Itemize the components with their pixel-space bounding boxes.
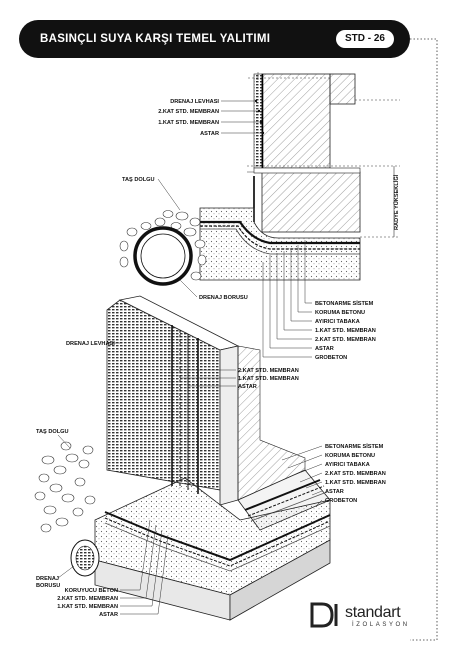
iso-label-ayirici: AYIRICI TABAKA <box>325 462 370 468</box>
iso-detail: DRENAJ LEVHASI 2.KAT STD. MEMBRAN 1.KAT … <box>34 295 386 621</box>
label-1kat: 1.KAT STD. MEMBRAN <box>315 328 376 334</box>
label-betonarme: BETONARME SİSTEM <box>315 300 374 307</box>
label-drenaj-iso-1: DRENAJ <box>36 576 59 582</box>
label-koruma-betonu: KORUMA BETONU <box>315 310 365 316</box>
iso-label-b-2kat: 2.KAT STD. MEMBRAN <box>57 596 118 602</box>
label-ayirici: AYIRICI TABAKA <box>315 319 360 325</box>
top-right-labels: BETONARME SİSTEM KORUMA BETONU AYIRICI T… <box>262 240 376 361</box>
label-tas-dolgu-iso: TAŞ DOLGU <box>36 429 69 435</box>
label-grobeton: GROBETON <box>315 355 347 361</box>
iso-label-grobeton: GROBETON <box>325 498 357 504</box>
label-astar: ASTAR <box>200 131 219 137</box>
label-astar-r: ASTAR <box>315 346 334 352</box>
iso-label-2kat: 2.KAT STD. MEMBRAN <box>325 471 386 477</box>
iso-label-koruma: KORUMA BETONU <box>325 453 375 459</box>
label-wall-1kat: 1.KAT STD. MEMBRAN <box>238 376 299 382</box>
brand-subtitle: İZOLASYON <box>352 622 410 628</box>
gravel-fill-top <box>119 210 207 281</box>
iso-label-b-astar: ASTAR <box>99 612 118 618</box>
brand-name: standart <box>345 604 401 621</box>
iso-label-astar: ASTAR <box>325 489 344 495</box>
iso-label-1kat: 1.KAT STD. MEMBRAN <box>325 480 386 486</box>
label-drenaj-iso-2: BORUSU <box>36 583 60 589</box>
upper-wall <box>261 73 331 169</box>
top-left-labels: DRENAJ LEVHASI 2.KAT STD. MEMBRAN 1.KAT … <box>158 99 265 137</box>
iso-label-betonarme: BETONARME SİSTEM <box>325 443 384 450</box>
top-detail: RADYE YÜKSEKLİĞİ <box>119 72 400 361</box>
label-wall-2kat: 2.KAT STD. MEMBRAN <box>238 368 299 374</box>
iso-label-koruyucu: KORUYUCU BETON <box>65 588 118 594</box>
raft-slab <box>261 171 361 233</box>
standart-logo-mark <box>310 602 338 628</box>
radye-label: RADYE YÜKSEKLİĞİ <box>392 174 400 230</box>
label-2kat: 2.KAT STD. MEMBRAN <box>315 337 376 343</box>
label-1kat-membran: 1.KAT STD. MEMBRAN <box>158 120 219 126</box>
iso-right-labels: BETONARME SİSTEM KORUMA BETONU AYIRICI T… <box>281 443 386 507</box>
drain-pipe-top <box>133 226 193 286</box>
page-title: BASINÇLI SUYA KARŞI TEMEL YALITIMI <box>40 33 271 45</box>
iso-label-b-1kat: 1.KAT STD. MEMBRAN <box>57 604 118 610</box>
label-drenaj-borusu-top: DRENAJ BORUSU <box>199 295 248 301</box>
label-drenaj-levhasi-iso: DRENAJ LEVHASI <box>66 341 115 347</box>
label-drenaj-levhasi: DRENAJ LEVHASI <box>170 99 219 105</box>
std-code-badge: STD - 26 <box>336 30 394 48</box>
frame-dotted-line <box>410 38 438 641</box>
label-tas-dolgu-top: TAŞ DOLGU <box>122 177 155 183</box>
label-2kat-membran: 2.KAT STD. MEMBRAN <box>158 109 219 115</box>
label-wall-astar: ASTAR <box>238 384 257 390</box>
iso-bottom-labels: KORUYUCU BETON 2.KAT STD. MEMBRAN 1.KAT … <box>57 519 169 618</box>
gravel-fill-iso <box>34 441 96 533</box>
